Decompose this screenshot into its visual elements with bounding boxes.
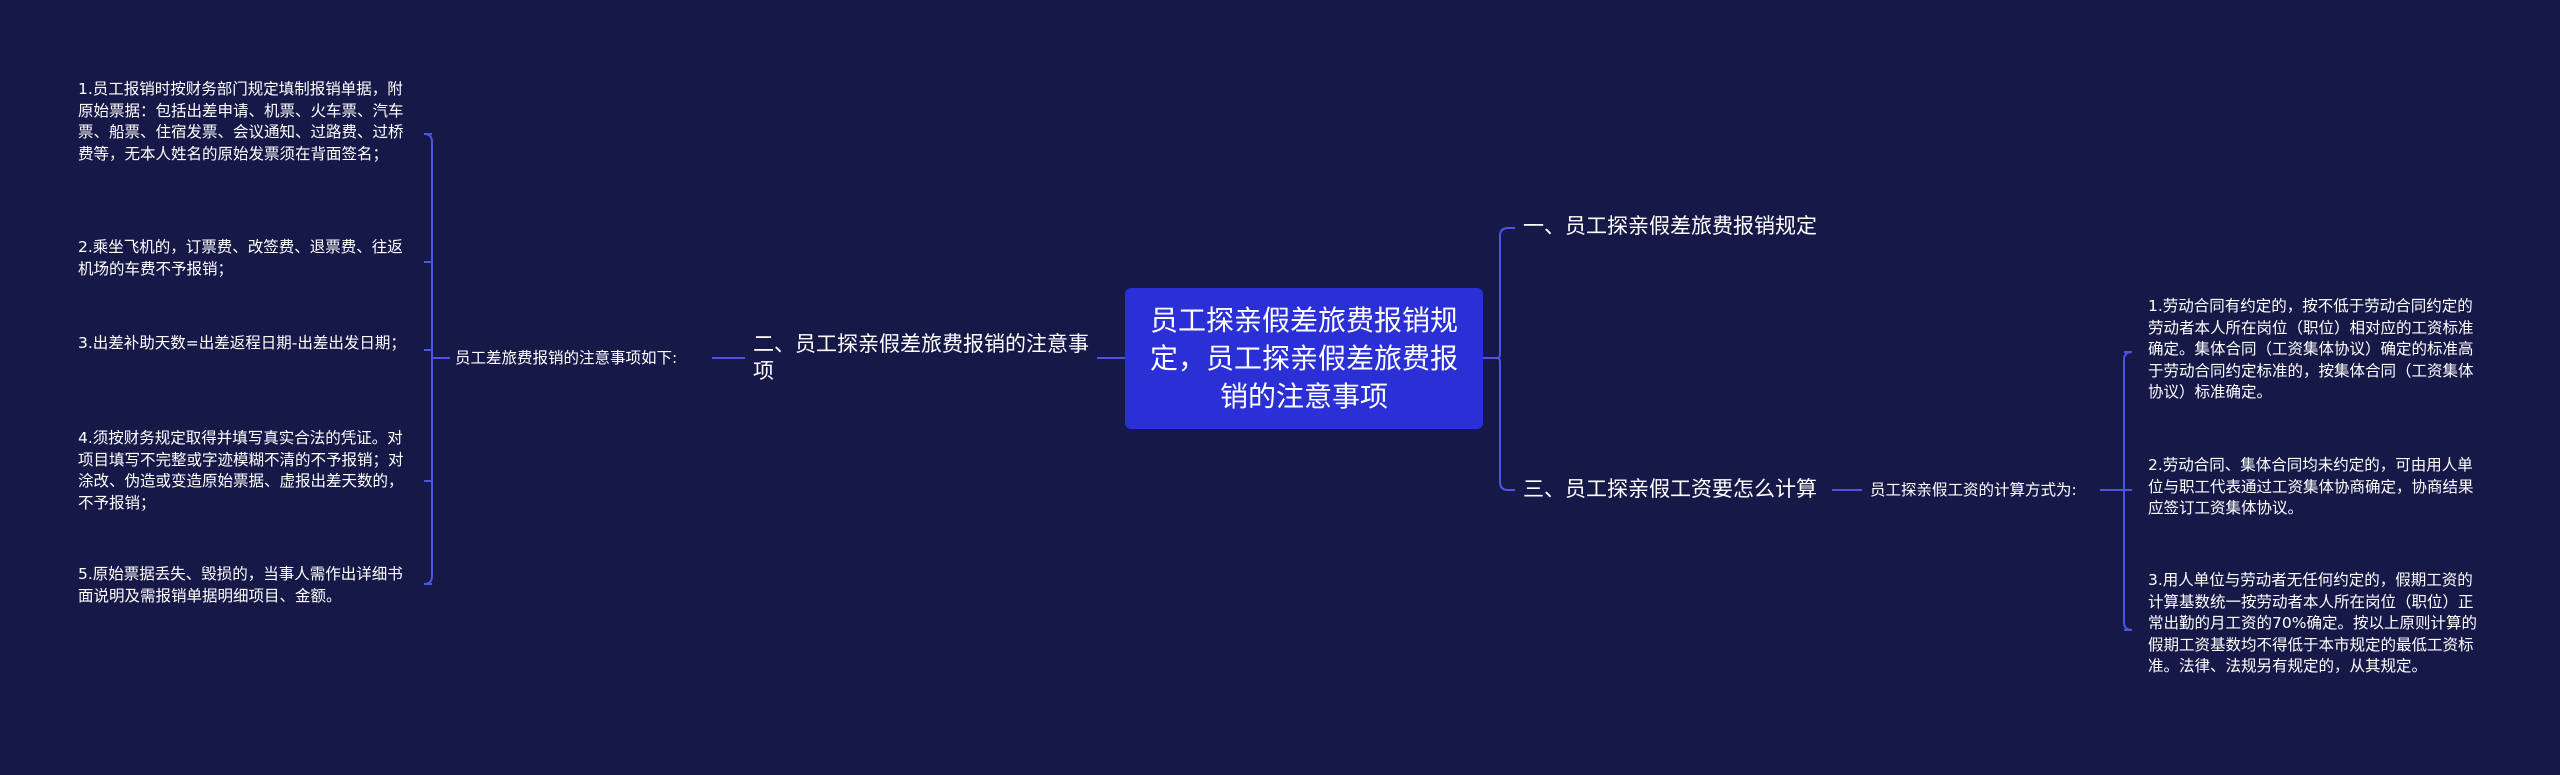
branch-topic-2-label: 二、员工探亲假差旅费报销的注意事项 <box>753 332 1089 383</box>
root-topic-label: 员工探亲假差旅费报销规定，员工探亲假差旅费报销的注意事项 <box>1149 303 1458 413</box>
branch-topic-3[interactable]: 三、员工探亲假工资要怎么计算 <box>1523 476 1833 503</box>
leaf-3-3-text: 3.用人单位与劳动者无任何约定的，假期工资的计算基数统一按劳动者本人所在岗位（职… <box>2148 571 2477 675</box>
leaf-2-5-text: 5.原始票据丢失、毁损的，当事人需作出详细书面说明及需报销单据明细项目、金额。 <box>78 565 403 605</box>
leaf-2-1-text: 1.员工报销时按财务部门规定填制报销单据，附原始票据：包括出差申请、机票、火车票… <box>78 80 404 163</box>
branch-topic-3-label: 三、员工探亲假工资要怎么计算 <box>1523 477 1817 501</box>
leaf-3-2[interactable]: 2.劳动合同、集体合同均未约定的，可由用人单位与职工代表通过工资集体协商确定，协… <box>2148 455 2484 520</box>
leaf-3-3[interactable]: 3.用人单位与劳动者无任何约定的，假期工资的计算基数统一按劳动者本人所在岗位（职… <box>2148 570 2484 678</box>
branch-topic-1[interactable]: 一、员工探亲假差旅费报销规定 <box>1523 213 1843 240</box>
root-topic[interactable]: 员工探亲假差旅费报销规定，员工探亲假差旅费报销的注意事项 <box>1125 288 1483 429</box>
connector-root-to-branch-1 <box>1483 227 1515 359</box>
leaf-3-1[interactable]: 1.劳动合同有约定的，按不低于劳动合同约定的劳动者本人所在岗位（职位）相对应的工… <box>2148 296 2484 404</box>
leaf-2-2-text: 2.乘坐飞机的，订票费、改签费、退票费、往返机场的车费不予报销； <box>78 238 403 278</box>
leaf-2-4[interactable]: 4.须按财务规定取得并填写真实合法的凭证。对项目填写不完整或字迹模糊不清的不予报… <box>78 428 414 514</box>
leaf-3-2-text: 2.劳动合同、集体合同均未约定的，可由用人单位与职工代表通过工资集体协商确定，协… <box>2148 456 2474 517</box>
branch-topic-1-label: 一、员工探亲假差旅费报销规定 <box>1523 214 1817 238</box>
branch-topic-2[interactable]: 二、员工探亲假差旅费报销的注意事项 <box>753 331 1093 385</box>
subtopic-2[interactable]: 员工差旅费报销的注意事项如下: <box>455 347 710 369</box>
subtopic-3-label: 员工探亲假工资的计算方式为: <box>1870 481 2077 499</box>
connector-root-to-branch-3 <box>1483 357 1515 491</box>
bracket-left-items <box>423 133 433 585</box>
leaf-2-4-text: 4.须按财务规定取得并填写真实合法的凭证。对项目填写不完整或字迹模糊不清的不予报… <box>78 429 404 512</box>
leaf-2-2[interactable]: 2.乘坐飞机的，订票费、改签费、退票费、往返机场的车费不予报销； <box>78 237 414 280</box>
leaf-2-3-text: 3.出差补助天数=出差返程日期-出差出发日期； <box>78 334 406 352</box>
leaf-3-1-text: 1.劳动合同有约定的，按不低于劳动合同约定的劳动者本人所在岗位（职位）相对应的工… <box>2148 297 2474 401</box>
leaf-2-3[interactable]: 3.出差补助天数=出差返程日期-出差出发日期； <box>78 333 414 355</box>
leaf-2-1[interactable]: 1.员工报销时按财务部门规定填制报销单据，附原始票据：包括出差申请、机票、火车票… <box>78 79 414 165</box>
leaf-2-5[interactable]: 5.原始票据丢失、毁损的，当事人需作出详细书面说明及需报销单据明细项目、金额。 <box>78 564 414 607</box>
subtopic-2-label: 员工差旅费报销的注意事项如下: <box>455 349 678 367</box>
subtopic-3[interactable]: 员工探亲假工资的计算方式为: <box>1870 479 2100 501</box>
